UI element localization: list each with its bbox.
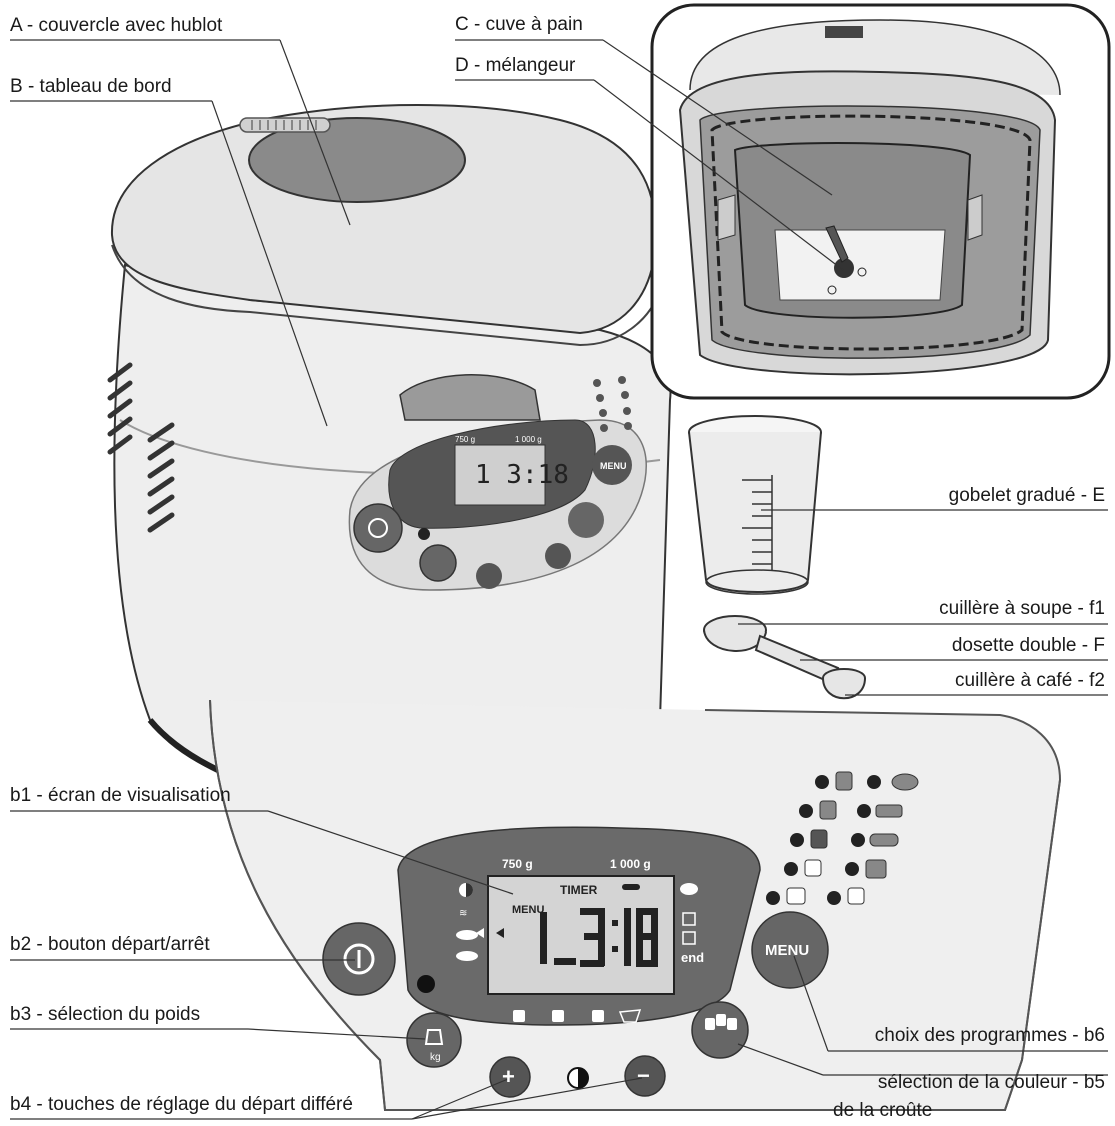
lid-window	[248, 117, 466, 203]
menu-button-label: MENU	[765, 942, 810, 959]
label-b5-color: sélection de la couleur - b5	[877, 1072, 1105, 1093]
lcd-digits	[540, 908, 658, 967]
plus-icon: +	[502, 1064, 515, 1089]
machine-start-button	[353, 503, 403, 553]
lid	[110, 104, 657, 335]
panel-timer: TIMER	[560, 883, 598, 897]
double-spoon	[703, 615, 866, 700]
machine-display-1000: 1 000 g	[515, 435, 542, 444]
label-d-mixer: D - mélangeur	[455, 55, 576, 76]
menu-button[interactable]	[751, 911, 829, 989]
label-b4-delay: b4 - touches de réglage du départ différ…	[10, 1094, 353, 1115]
label-f1-tablespoon: cuillère à soupe - f1	[939, 598, 1105, 619]
machine-display-750: 750 g	[455, 435, 475, 444]
measuring-cup	[688, 415, 822, 595]
label-a-lid: A - couvercle avec hublot	[10, 15, 223, 36]
delay-plus-button[interactable]	[489, 1056, 531, 1098]
minus-icon: −	[637, 1063, 650, 1088]
machine-menu-button	[592, 445, 632, 485]
label-f-double-spoon: dosette double - F	[951, 635, 1105, 656]
svg-text:≋: ≋	[459, 908, 467, 919]
label-b-dashboard: B - tableau de bord	[10, 76, 172, 97]
svg-text:MENU: MENU	[600, 461, 627, 471]
bread-machine: 1 3:18 750 g 1 000 g MENU	[107, 104, 672, 828]
machine-display-digits: 1 3:18	[475, 460, 569, 490]
side-vents	[107, 362, 175, 533]
panel-menu-indicator: MENU	[512, 904, 545, 916]
inset-open-view	[650, 3, 1111, 400]
mixer-paddle	[834, 258, 854, 278]
label-e-measuring-cup: gobelet gradué - E	[948, 485, 1105, 506]
weight-button[interactable]	[406, 1012, 462, 1068]
label-b1-display: b1 - écran de visualisation	[10, 785, 231, 806]
panel-1000g: 1 000 g	[610, 857, 651, 871]
large-control-panel: ≋ kg	[209, 699, 1062, 1111]
panel-750g: 750 g	[502, 857, 533, 871]
label-b3-weight: b3 - sélection du poids	[10, 1004, 201, 1025]
label-c-bread-pan: C - cuve à pain	[455, 14, 583, 35]
program-icons	[766, 771, 919, 905]
label-b6-programs: choix des programmes - b6	[874, 1025, 1105, 1046]
label-b5-crust: de la croûte	[833, 1100, 933, 1121]
label-f2-teaspoon: cuillère à café - f2	[955, 670, 1105, 691]
delay-minus-button[interactable]	[624, 1055, 666, 1097]
status-led	[417, 975, 435, 993]
crust-color-button[interactable]	[691, 1001, 749, 1059]
label-b2-start-stop: b2 - bouton départ/arrêt	[10, 934, 210, 955]
leader-lines	[10, 39, 1108, 1120]
svg-text:kg: kg	[430, 1052, 441, 1063]
panel-end: end	[681, 950, 705, 965]
